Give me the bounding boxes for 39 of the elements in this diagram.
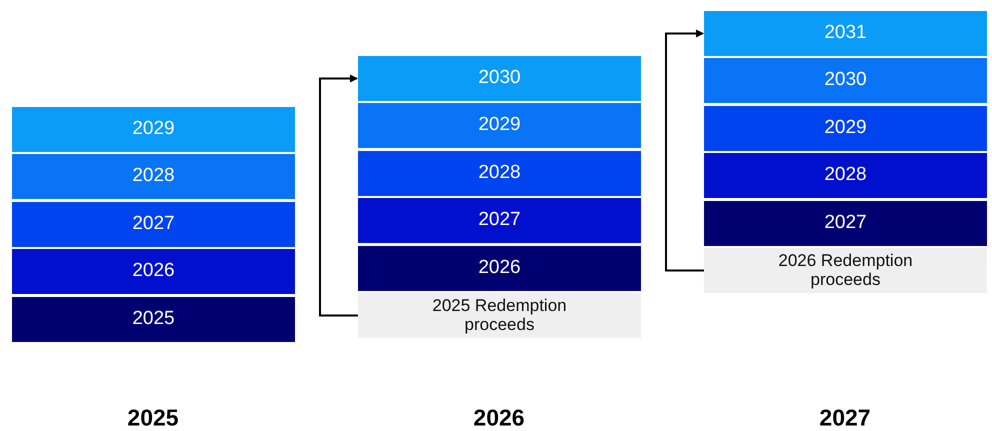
box-label: 2027 bbox=[824, 212, 867, 234]
year-box bbox=[12, 249, 295, 294]
year-box bbox=[358, 198, 641, 244]
year-box bbox=[358, 56, 641, 101]
box-label: 2031 bbox=[824, 23, 867, 44]
box-label: 2028 bbox=[132, 166, 175, 188]
box-label: 2028 bbox=[478, 162, 521, 184]
year-box bbox=[12, 296, 295, 342]
year-box bbox=[704, 200, 987, 246]
year-box bbox=[358, 150, 641, 196]
box-label: 2028 bbox=[824, 165, 867, 186]
year-box bbox=[704, 11, 987, 56]
box-label: 2025 bbox=[132, 308, 175, 330]
box-label: 2030 bbox=[824, 70, 867, 92]
year-box bbox=[704, 58, 987, 104]
year-box bbox=[704, 153, 987, 198]
box-label: 2029 bbox=[478, 115, 521, 136]
arrow bbox=[665, 30, 704, 272]
arrow bbox=[319, 74, 358, 316]
box-label: 2027 bbox=[478, 210, 521, 232]
year-heading: 2027 bbox=[819, 404, 871, 431]
proceeds-box bbox=[358, 293, 641, 338]
year-box bbox=[358, 103, 641, 148]
year-box bbox=[12, 154, 295, 200]
box-label: 2027 bbox=[132, 214, 175, 235]
box-label: 2025 Redemption proceeds bbox=[431, 296, 568, 334]
year-heading: 2025 bbox=[127, 404, 179, 431]
proceeds-box bbox=[704, 248, 987, 293]
box-label: 2029 bbox=[132, 119, 175, 140]
box-label: 2026 bbox=[478, 258, 521, 279]
box-label: 2030 bbox=[478, 68, 521, 89]
year-box bbox=[704, 106, 987, 151]
year-heading: 2026 bbox=[473, 404, 525, 431]
box-label: 2026 Redemption proceeds bbox=[777, 252, 914, 290]
box-label: 2026 bbox=[132, 261, 175, 282]
year-box bbox=[12, 202, 295, 247]
box-label: 2029 bbox=[824, 118, 867, 139]
year-box bbox=[12, 107, 295, 152]
year-box bbox=[358, 246, 641, 291]
